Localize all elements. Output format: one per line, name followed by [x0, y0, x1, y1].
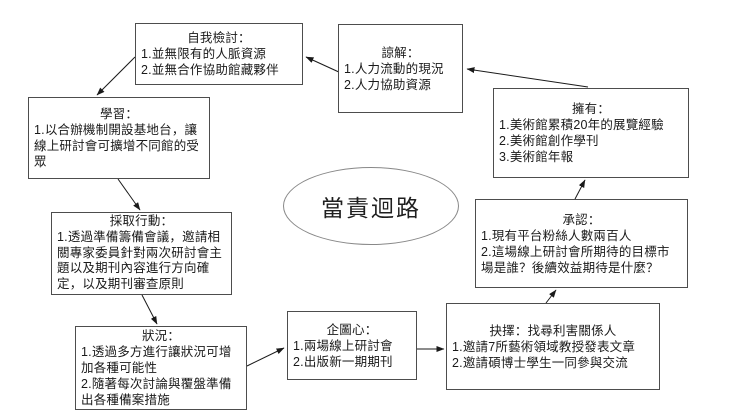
- node-item: 1.現有平台粉絲人數兩百人: [481, 228, 632, 243]
- arrow-take-action-to-situation: [141, 294, 158, 325]
- node-title: 擁有：: [571, 102, 611, 116]
- arrow-acknowledge-to-possess: [574, 179, 586, 200]
- node-title: 承認：: [562, 212, 601, 227]
- node-title: 學習：: [99, 107, 139, 121]
- node-item: 2.隨著每次討論與覆盤準備出各種備案措施: [81, 377, 232, 407]
- node-item: 1.並無限有的人脈資源: [141, 47, 267, 61]
- node-item: 1.兩場線上研討會: [293, 338, 393, 353]
- center-loop-label: 當責迴路: [321, 195, 421, 221]
- node-item: 1.透過多方進行讓狀況可增加各種可能性: [81, 345, 232, 375]
- node-item: 1.人力流動的現況: [344, 61, 444, 76]
- node-title: 抉擇：找尋利害關係人: [489, 323, 617, 338]
- node-decision: 抉擇：找尋利害關係人 1.邀請7所藝術領域教授發表文章 2.邀請碩博士學生一同參…: [446, 303, 660, 390]
- node-item: 2.人力協助資源: [344, 77, 432, 92]
- node-item: 3.美術館年報: [499, 150, 574, 164]
- node-ambition: 企圖心： 1.兩場線上研討會 2.出版新一期期刊: [287, 311, 417, 380]
- node-self-review: 自我檢討： 1.並無限有的人脈資源 2.並無合作協助館藏夥伴: [135, 23, 303, 85]
- node-item: 1.邀請7所藝術領域教授發表文章: [452, 339, 636, 354]
- node-item: 1.透過準備籌備會議，邀請相關專家委員針對兩次研討會主題以及期刊內容進行方向確定…: [57, 229, 223, 292]
- node-item: 1.美術館累積20年的展覽經驗: [499, 118, 664, 132]
- node-title: 自我檢討：: [187, 31, 251, 45]
- node-item: 2.美術館創作學刊: [499, 134, 599, 148]
- arrow-decision-to-acknowledge: [545, 289, 557, 304]
- node-understanding: 諒解： 1.人力流動的現況 2.人力協助資源: [338, 24, 463, 113]
- arrow-possess-to-understanding: [466, 67, 589, 88]
- node-item: 2.這場線上研討會所期待的目標市場是誰？後續效益期待是什麼？: [481, 244, 670, 275]
- arrow-understanding-to-self-review: [305, 56, 342, 74]
- node-take-action: 採取行動： 1.透過準備籌備會議，邀請相關專家委員針對兩次研討會主題以及期刊內容…: [51, 212, 232, 295]
- node-item: 2.邀請碩博士學生一同參與交流: [452, 355, 628, 370]
- node-title: 諒解：: [381, 45, 420, 60]
- node-item: 1.以合辦機制開設基地台，讓線上研討會可擴增不同館的受眾: [34, 123, 200, 169]
- node-title: 採取行動：: [109, 214, 174, 229]
- node-item: 2.出版新一期期刊: [293, 354, 393, 369]
- node-title: 狀況：: [141, 329, 181, 343]
- node-possess: 擁有： 1.美術館累積20年的展覽經驗 2.美術館創作學刊 3.美術館年報: [493, 88, 689, 178]
- arrow-learning-to-take-action: [117, 178, 141, 211]
- arrow-situation-to-ambition: [246, 347, 285, 367]
- center-loop-ellipse: 當責迴路: [283, 167, 459, 245]
- node-title: 企圖心：: [326, 322, 378, 337]
- node-acknowledge: 承認： 1.現有平台粉絲人數兩百人 2.這場線上研討會所期待的目標市場是誰？後續…: [475, 199, 688, 288]
- node-situation: 狀況： 1.透過多方進行讓狀況可增加各種可能性 2.隨著每次討論與覆盤準備出各種…: [75, 326, 247, 410]
- arrow-self-review-to-learning: [96, 56, 136, 96]
- node-learning: 學習： 1.以合辦機制開設基地台，讓線上研討會可擴增不同館的受眾: [28, 97, 210, 179]
- node-item: 2.並無合作協助館藏夥伴: [141, 63, 279, 77]
